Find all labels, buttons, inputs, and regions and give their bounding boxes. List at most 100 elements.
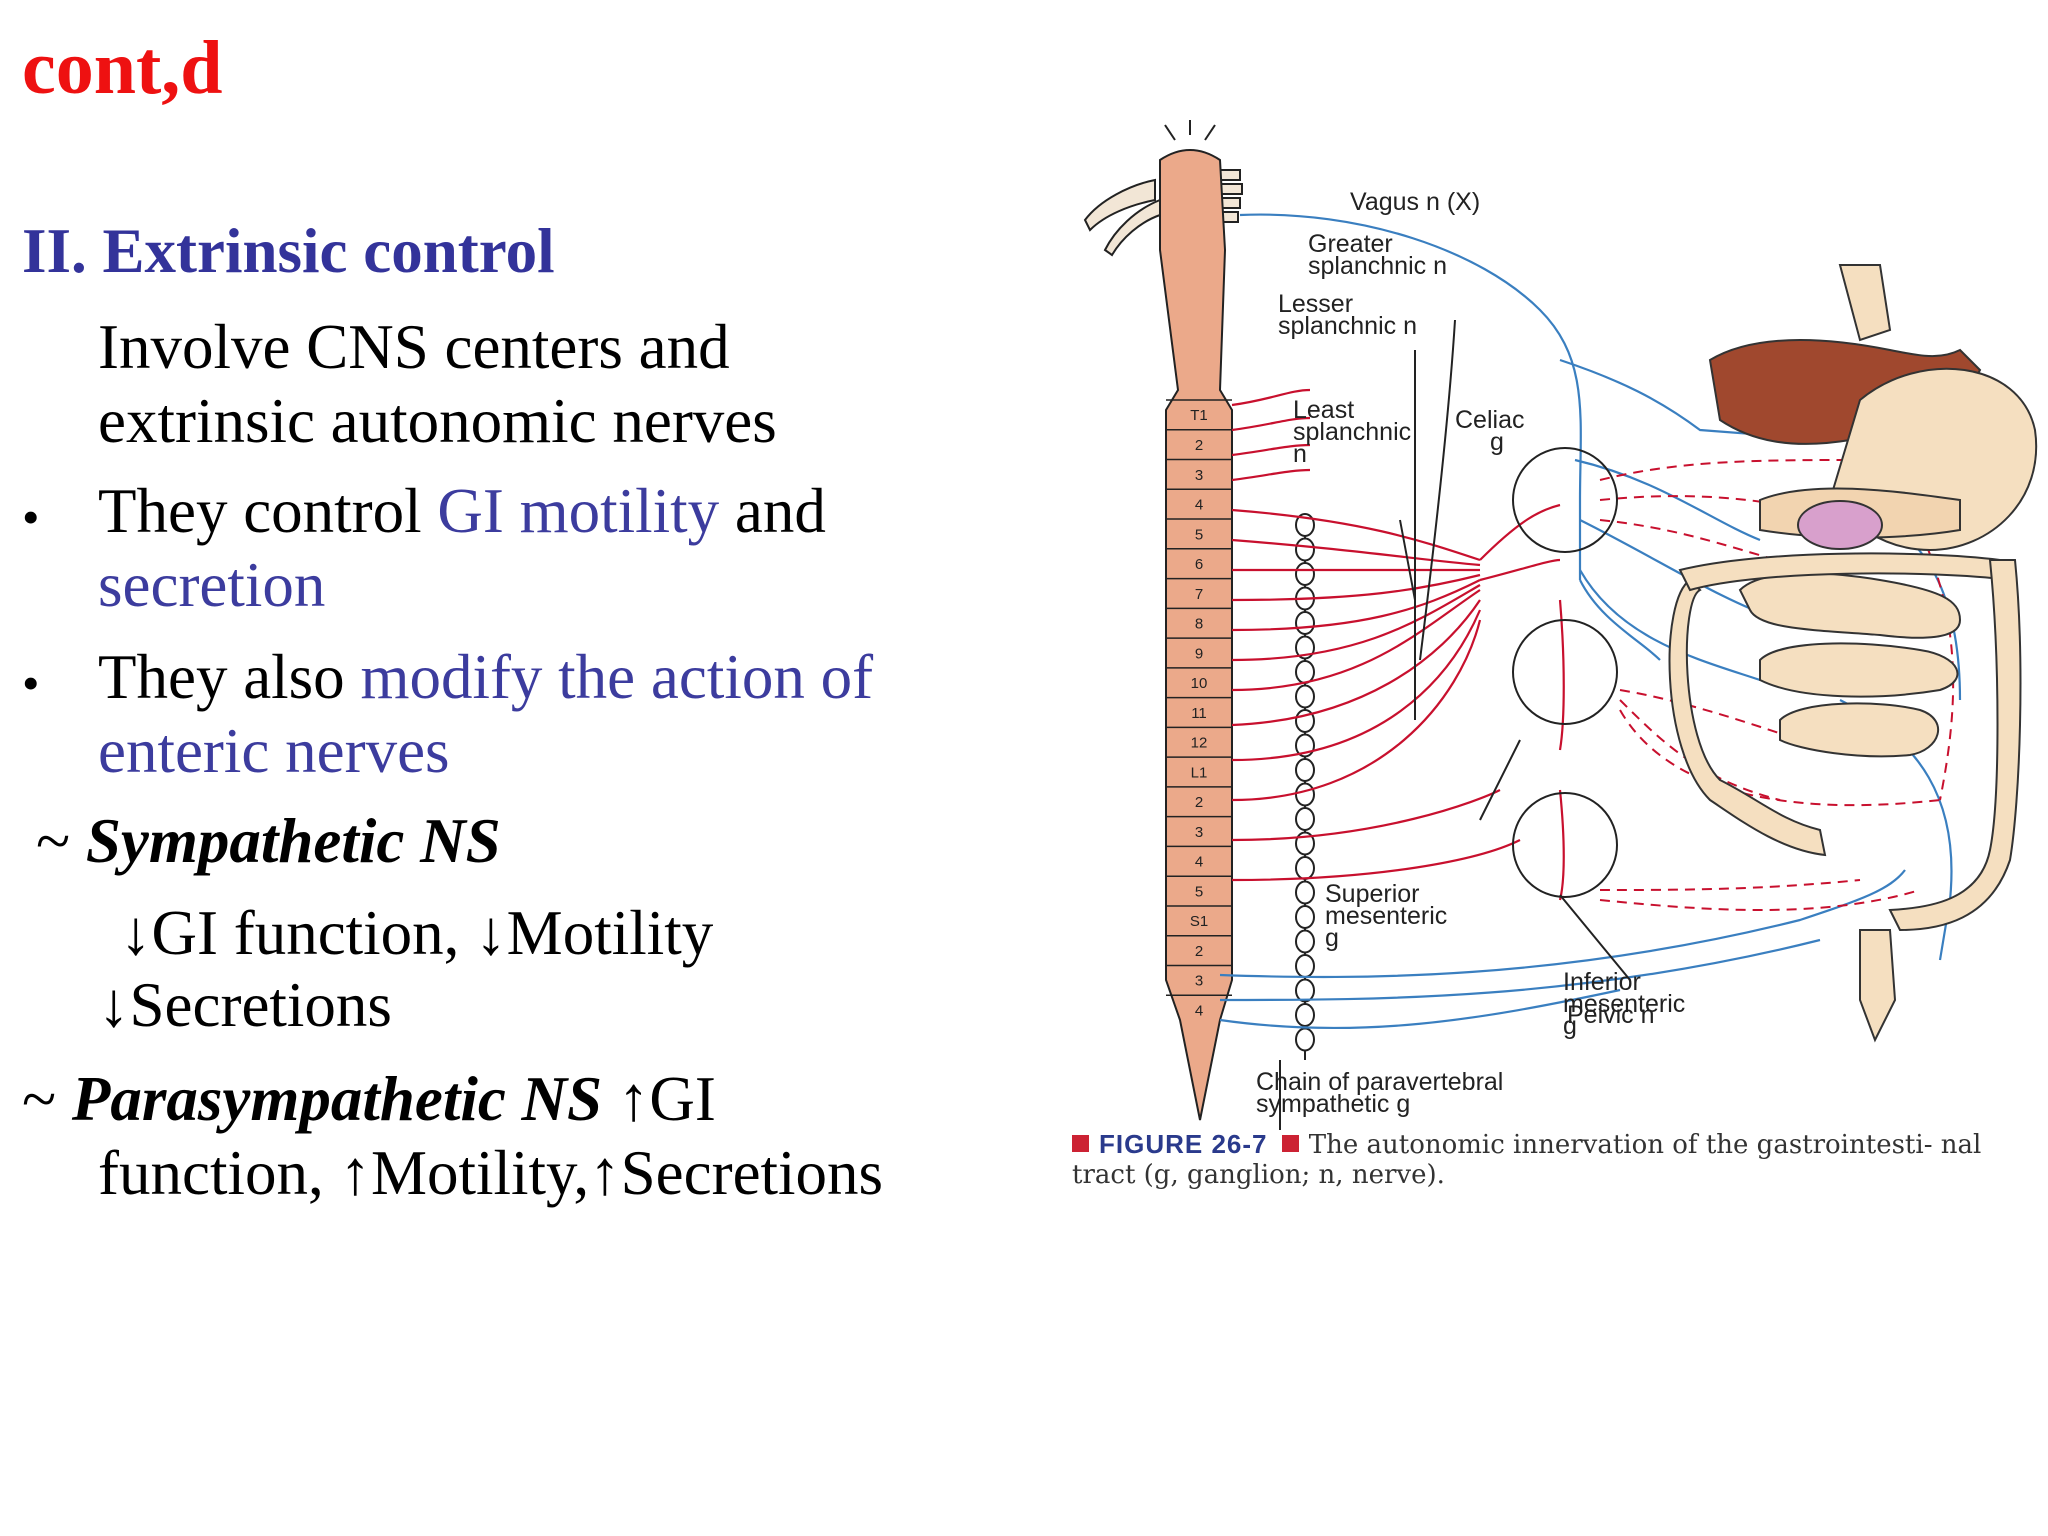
splanchnic-nerves (1279, 319, 1631, 1130)
chain-ganglion (1295, 537, 1315, 562)
label-celiac-2: g (1490, 428, 1504, 456)
diagram-labels: Vagus n (X) Greater splanchnic n Lesser … (1256, 188, 1685, 1118)
label-celiac-1: Celiac (1455, 406, 1524, 434)
bullet-1-line-2: secretion (98, 550, 326, 620)
label-superior-mesenteric-1: Superior (1325, 880, 1420, 908)
figure-caption: FIGURE 26-7 The autonomic innervation of… (1072, 1129, 2032, 1191)
cranial-nerve-roots (1083, 120, 1243, 257)
section-heading: II. Extrinsic control (22, 216, 555, 286)
chain-ganglion (1295, 513, 1315, 537)
segment-label: 9 (1195, 645, 1203, 662)
bullet-1-highlight: GI motility (437, 476, 720, 546)
sympathetic-chain (1295, 513, 1315, 1060)
label-vagus: Vagus n (X) (1350, 188, 1480, 216)
chain-ganglion (1295, 1027, 1315, 1052)
chain-ganglion (1295, 611, 1315, 635)
duodenum (1797, 500, 1883, 550)
chain-ganglion (1295, 880, 1315, 905)
segment-label: 3 (1195, 467, 1203, 484)
segment-label: 4 (1195, 854, 1203, 871)
esophagus (1838, 264, 1892, 342)
sympathetic-effects-line-2: ↓Secretions (98, 970, 392, 1040)
bullet-2-line-2: enteric nerves (98, 716, 450, 786)
superior-mesenteric-ganglion (1512, 619, 1618, 725)
chain-ganglion (1295, 684, 1315, 709)
caption-figure-number: FIGURE 26-7 (1099, 1129, 1268, 1159)
ganglia (1512, 447, 1618, 898)
chain-ganglion (1295, 929, 1315, 954)
segment-label: T1 (1190, 407, 1208, 424)
label-greater-1: Greater (1308, 230, 1393, 258)
segment-label: S1 (1190, 913, 1208, 930)
parasympathetic-tilde: ~ (22, 1064, 72, 1134)
small-intestine (1738, 572, 1962, 758)
segment-label: 6 (1195, 556, 1203, 573)
rectum (1859, 929, 1897, 1043)
segment-label: 3 (1195, 824, 1203, 841)
parasympathetic-label: Parasympathetic NS (71, 1064, 603, 1134)
slide-title: cont,d (22, 26, 223, 110)
chain-ganglion (1295, 856, 1315, 880)
segment-label: 10 (1191, 675, 1208, 692)
chain-ganglion (1295, 758, 1315, 782)
segment-label: 2 (1195, 943, 1203, 960)
inferior-mesenteric-ganglion (1512, 792, 1618, 898)
segment-label: 7 (1195, 586, 1203, 603)
label-inferior-mesenteric-3: g (1563, 1012, 1577, 1040)
segment-label: 2 (1195, 437, 1203, 454)
intro-line-2: extrinsic autonomic nerves (98, 386, 777, 456)
sympathetic-heading: ~ Sympathetic NS (36, 804, 501, 878)
segment-label: L1 (1191, 764, 1208, 781)
bullet-2-highlight: modify the action of (360, 642, 874, 712)
bullet-1-line-1: They control GI motility and (98, 474, 826, 548)
segment-label: 8 (1195, 616, 1203, 633)
bullet-1-text: They control (98, 476, 438, 546)
caption-text: The autonomic innervation of the gastroi… (1072, 1130, 1982, 1190)
caption-marker (1072, 1135, 1089, 1152)
label-lesser-1: Lesser (1278, 290, 1353, 318)
bullet-marker-2: • (22, 655, 40, 711)
sympathetic-fibers (1231, 388, 1565, 901)
label-superior-mesenteric-2: mesenteric (1325, 902, 1447, 930)
segment-label: 2 (1195, 794, 1203, 811)
celiac-ganglion (1512, 447, 1618, 553)
sympathetic-label: Sympathetic NS (85, 806, 501, 876)
label-pelvic: Pelvic n (1567, 1001, 1655, 1029)
descending-colon (1888, 559, 2022, 932)
segment-label: 12 (1191, 735, 1208, 752)
parasympathetic-effects-line-2: function, ↑Motility,↑Secretions (98, 1138, 884, 1208)
segment-label: 11 (1191, 705, 1207, 722)
label-lesser-2: splanchnic n (1278, 312, 1417, 340)
segment-label: 5 (1195, 883, 1203, 900)
chain-ganglion (1295, 1003, 1315, 1027)
parasympathetic-heading: ~ Parasympathetic NS ↑GI (22, 1062, 716, 1136)
chain-ganglion (1295, 954, 1315, 978)
spinal-cord-body (1159, 149, 1233, 1121)
label-least-3: n (1293, 440, 1307, 468)
label-greater-2: splanchnic n (1308, 252, 1447, 280)
chain-ganglion (1295, 807, 1315, 831)
label-least-1: Least (1293, 396, 1354, 424)
pelvic-nerve (1219, 869, 1906, 1030)
segment-label: 5 (1195, 526, 1203, 543)
label-inferior-mesenteric-2: mesenteric (1563, 990, 1685, 1018)
bullet-2-text: They also (98, 642, 361, 712)
segment-label: 4 (1195, 1002, 1203, 1019)
chain-ganglion (1295, 660, 1315, 684)
parasympathetic-effects-start: ↑GI (602, 1064, 716, 1134)
bullet-2-line-1: They also modify the action of (98, 640, 873, 714)
chain-ganglion (1295, 635, 1315, 660)
chain-ganglion (1295, 978, 1315, 1003)
label-inferior-mesenteric-1: Inferior (1563, 968, 1641, 996)
ascending-colon (1668, 578, 1827, 857)
label-least-2: splanchnic (1293, 418, 1411, 446)
label-superior-mesenteric-3: g (1325, 924, 1339, 952)
caption-marker (1281, 1135, 1299, 1152)
label-chain-1: Chain of paravertebral (1256, 1068, 1503, 1096)
chain-ganglion (1295, 562, 1315, 586)
chain-ganglion (1295, 782, 1315, 807)
sympathetic-tilde: ~ (36, 806, 86, 876)
label-chain-2: sympathetic g (1256, 1090, 1410, 1118)
